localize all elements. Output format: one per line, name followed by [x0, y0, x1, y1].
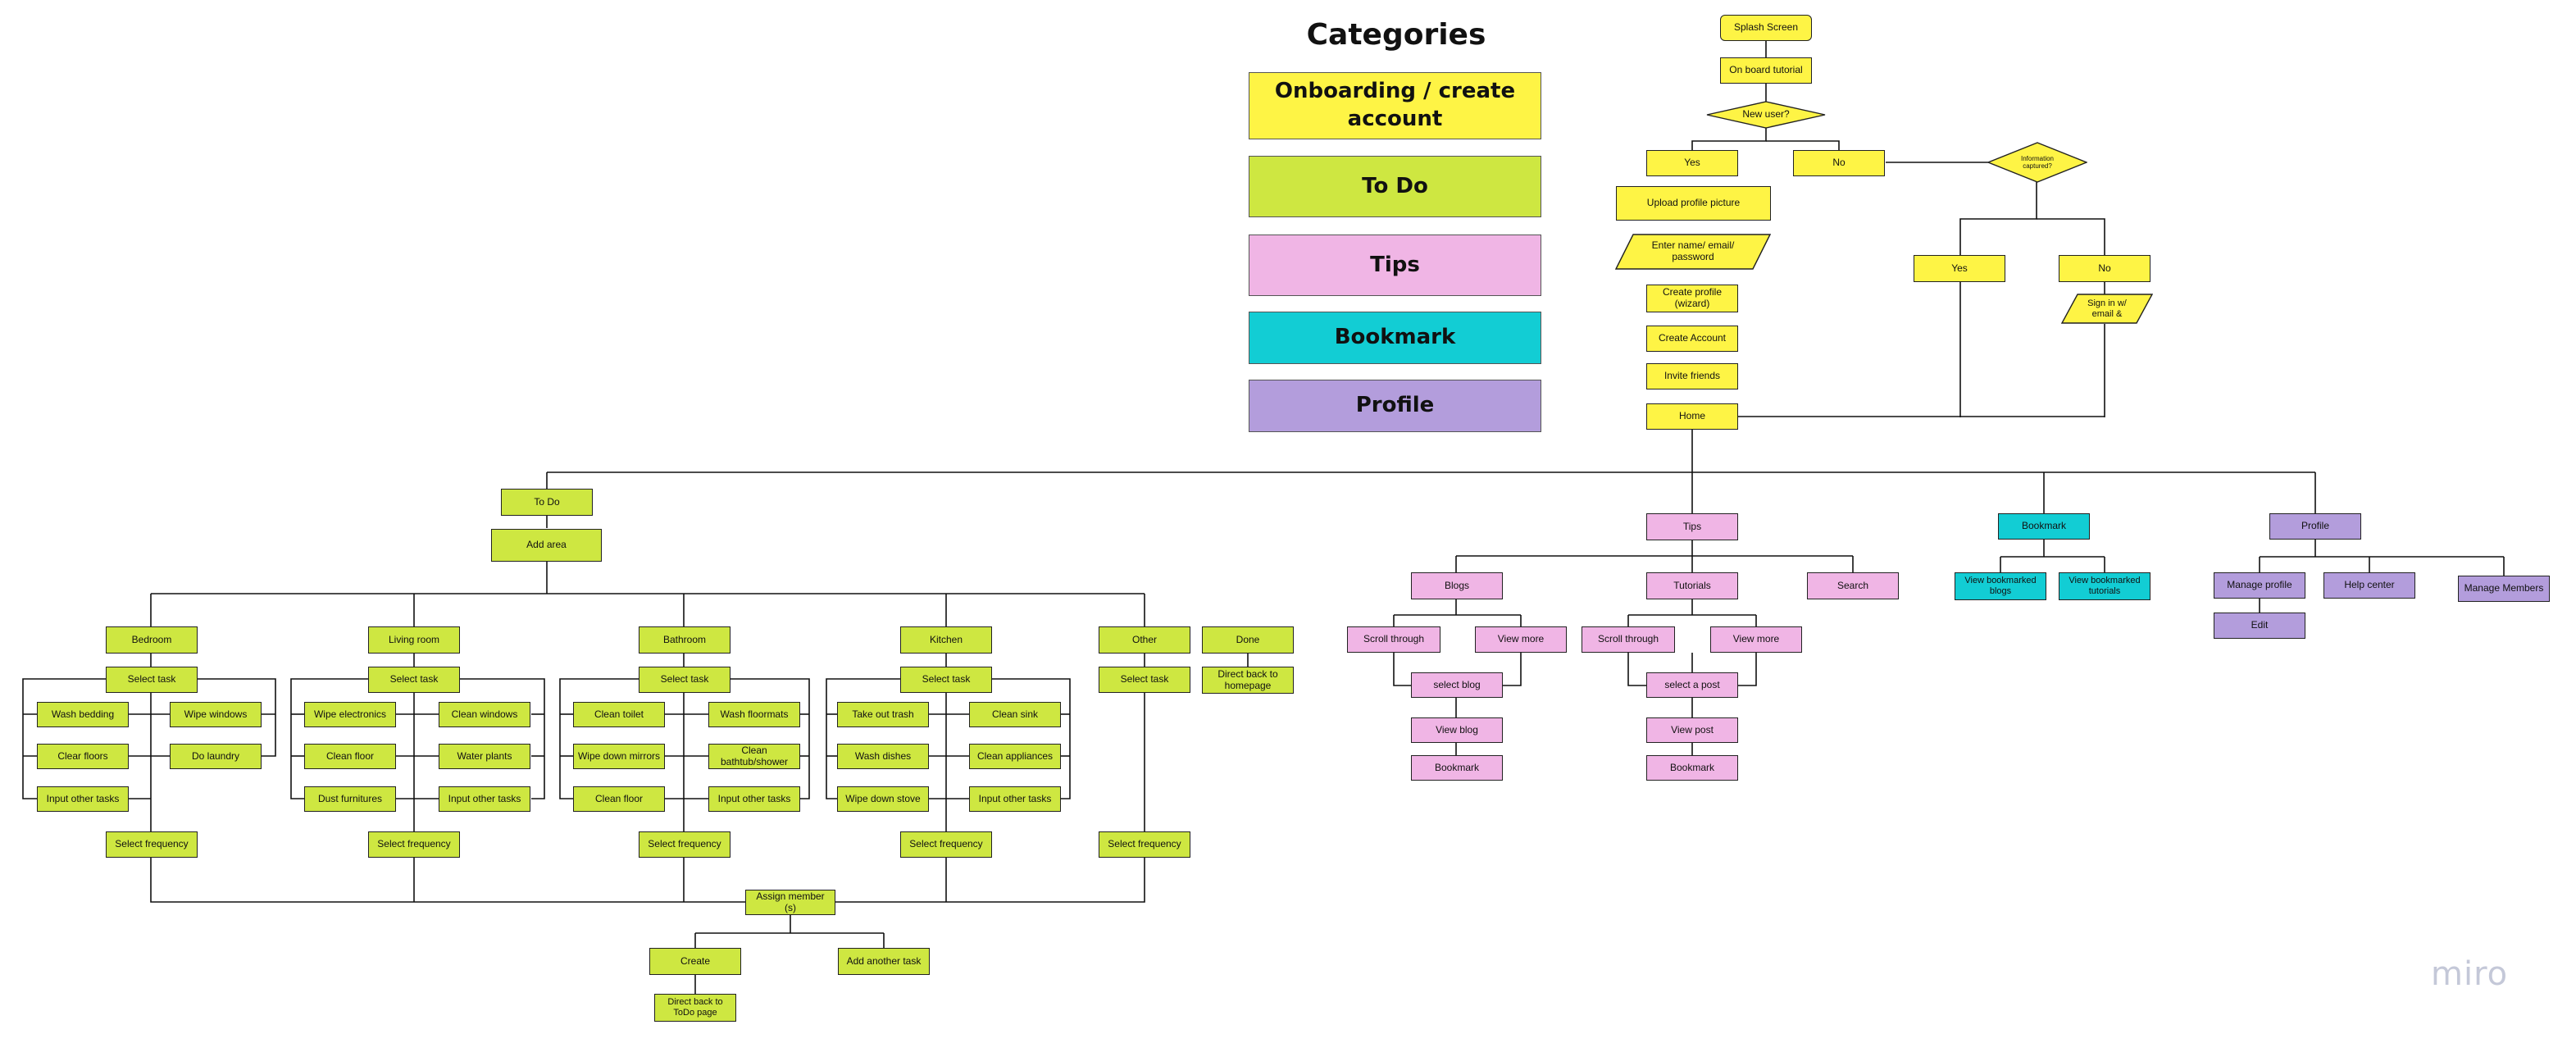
splash-screen-node[interactable]: Splash Screen — [1720, 15, 1812, 41]
info-captured-decision[interactable]: Information captured? — [2020, 154, 2055, 170]
bedroom-select-frequency-node[interactable]: Select frequency — [106, 831, 198, 858]
living-select-frequency-node[interactable]: Select frequency — [368, 831, 460, 858]
sign-in-input[interactable]: Sign in w/ email & — [2087, 298, 2127, 319]
task-node[interactable]: Clean sink — [969, 702, 1061, 727]
direct-todo-node[interactable]: Direct back to ToDo page — [654, 994, 736, 1022]
other-select-frequency-node[interactable]: Select frequency — [1099, 831, 1190, 858]
task-node[interactable]: Clean windows — [439, 702, 530, 727]
task-node[interactable]: Wash bedding — [37, 702, 129, 727]
task-node[interactable]: Clean toilet — [573, 702, 665, 727]
task-node[interactable]: Input other tasks — [37, 786, 129, 812]
edit-profile-node[interactable]: Edit — [2214, 613, 2305, 639]
area-bedroom-node[interactable]: Bedroom — [106, 626, 198, 654]
assign-member-node[interactable]: Assign member (s) — [745, 890, 835, 915]
view-bookmarked-tutorials-node[interactable]: View bookmarked tutorials — [2059, 572, 2150, 600]
create-account-node[interactable]: Create Account — [1646, 326, 1738, 352]
bathroom-select-task-node[interactable]: Select task — [639, 667, 730, 693]
task-node[interactable]: Clean appliances — [969, 744, 1061, 769]
tips-root-node[interactable]: Tips — [1646, 513, 1738, 540]
todo-root-node[interactable]: To Do — [501, 489, 593, 516]
task-node[interactable]: Water plants — [439, 744, 530, 769]
new-user-decision-shape — [1706, 101, 1826, 129]
task-node[interactable]: Wash floormats — [708, 702, 800, 727]
task-node[interactable]: Dust furnitures — [304, 786, 396, 812]
bookmark-root-node[interactable]: Bookmark — [1998, 513, 2090, 540]
task-node[interactable]: Clean floor — [304, 744, 396, 769]
area-kitchen-node[interactable]: Kitchen — [900, 626, 992, 654]
info-no-node[interactable]: No — [2059, 255, 2150, 282]
bedroom-select-task-node[interactable]: Select task — [106, 667, 198, 693]
search-node[interactable]: Search — [1807, 572, 1899, 599]
kitchen-select-task-node[interactable]: Select task — [900, 667, 992, 693]
info-captured-decision-shape — [1987, 142, 2087, 183]
help-center-node[interactable]: Help center — [2323, 572, 2415, 599]
create-task-node[interactable]: Create — [649, 948, 741, 975]
task-node[interactable]: Input other tasks — [708, 786, 800, 812]
miro-watermark: miro — [2431, 955, 2509, 993]
onboard-tutorial-node[interactable]: On board tutorial — [1720, 57, 1812, 84]
legend-onboarding[interactable]: Onboarding / create account — [1249, 72, 1541, 139]
task-node[interactable]: Wipe down mirrors — [573, 744, 665, 769]
new-user-yes-node[interactable]: Yes — [1646, 150, 1738, 176]
select-blog-node[interactable]: select blog — [1411, 672, 1503, 698]
task-node[interactable]: Wash dishes — [837, 744, 929, 769]
task-node[interactable]: Take out trash — [837, 702, 929, 727]
invite-friends-node[interactable]: Invite friends — [1646, 363, 1738, 389]
task-node[interactable]: Clean bathtub/shower — [708, 744, 800, 769]
manage-members-node[interactable]: Manage Members — [2458, 576, 2550, 602]
blogs-node[interactable]: Blogs — [1411, 572, 1503, 599]
tutorials-scroll-through-node[interactable]: Scroll through — [1582, 626, 1675, 653]
tutorials-node[interactable]: Tutorials — [1646, 572, 1738, 599]
area-done-node[interactable]: Done — [1202, 626, 1294, 654]
view-post-node[interactable]: View post — [1646, 717, 1738, 743]
sign-in-parallelogram — [2061, 294, 2153, 324]
post-bookmark-node[interactable]: Bookmark — [1646, 755, 1738, 781]
kitchen-select-frequency-node[interactable]: Select frequency — [900, 831, 992, 858]
blogs-view-more-node[interactable]: View more — [1475, 626, 1567, 653]
select-post-node[interactable]: select a post — [1646, 672, 1738, 698]
task-node[interactable]: Input other tasks — [969, 786, 1061, 812]
other-select-task-node[interactable]: Select task — [1099, 667, 1190, 693]
new-user-no-node[interactable]: No — [1793, 150, 1885, 176]
legend-todo[interactable]: To Do — [1249, 156, 1541, 217]
area-other-node[interactable]: Other — [1099, 626, 1190, 654]
task-node[interactable]: Wipe windows — [170, 702, 262, 727]
bathroom-select-frequency-node[interactable]: Select frequency — [639, 831, 730, 858]
legend-profile[interactable]: Profile — [1249, 380, 1541, 432]
task-node[interactable]: Clear floors — [37, 744, 129, 769]
task-node[interactable]: Wipe electronics — [304, 702, 396, 727]
create-profile-node[interactable]: Create profile (wizard) — [1646, 285, 1738, 312]
task-node[interactable]: Do laundry — [170, 744, 262, 769]
legend-bookmark[interactable]: Bookmark — [1249, 312, 1541, 364]
info-yes-node[interactable]: Yes — [1914, 255, 2005, 282]
blogs-scroll-through-node[interactable]: Scroll through — [1347, 626, 1440, 653]
legend-title: Categories — [1306, 18, 1486, 52]
manage-profile-node[interactable]: Manage profile — [2214, 572, 2305, 599]
new-user-decision[interactable]: New user? — [1742, 108, 1790, 121]
view-bookmarked-blogs-node[interactable]: View bookmarked blogs — [1955, 572, 2046, 600]
area-bathroom-node[interactable]: Bathroom — [639, 626, 730, 654]
task-node[interactable]: Wipe down stove — [837, 786, 929, 812]
home-node[interactable]: Home — [1646, 403, 1738, 430]
upload-profile-picture-node[interactable]: Upload profile picture — [1616, 186, 1771, 221]
task-node[interactable]: Clean floor — [573, 786, 665, 812]
profile-root-node[interactable]: Profile — [2269, 513, 2361, 540]
tutorials-view-more-node[interactable]: View more — [1710, 626, 1802, 653]
area-living-room-node[interactable]: Living room — [368, 626, 460, 654]
direct-homepage-node[interactable]: Direct back to homepage — [1202, 667, 1294, 694]
legend-tips[interactable]: Tips — [1249, 235, 1541, 296]
blog-bookmark-node[interactable]: Bookmark — [1411, 755, 1503, 781]
living-select-task-node[interactable]: Select task — [368, 667, 460, 693]
enter-details-parallelogram — [1615, 234, 1771, 270]
view-blog-node[interactable]: View blog — [1411, 717, 1503, 743]
add-another-task-node[interactable]: Add another task — [838, 948, 930, 975]
enter-details-input[interactable]: Enter name/ email/ password — [1651, 239, 1735, 262]
add-area-node[interactable]: Add area — [491, 529, 602, 562]
task-node[interactable]: Input other tasks — [439, 786, 530, 812]
